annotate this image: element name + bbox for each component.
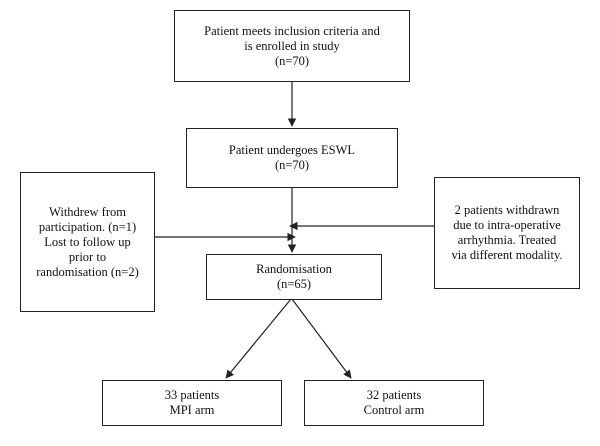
control-arm-label: Control arm <box>363 403 425 417</box>
randomisation-box: Randomisation (n=65) <box>206 254 382 300</box>
enrolled-line-1: Patient meets inclusion criteria and <box>204 23 380 38</box>
withdrew-right-box: 2 patients withdrawn due to intra-operat… <box>434 177 580 289</box>
arrow-to-mpi-arm <box>225 298 292 379</box>
eswl-count: (n=70) <box>274 158 310 172</box>
mpi-arm-box: 33 patients MPI arm <box>102 380 282 426</box>
eswl-label: Patient undergoes ESWL <box>228 143 356 157</box>
enrolled-box: Patient meets inclusion criteria and is … <box>174 10 410 82</box>
withdrew-right-line-2: due to intra-operative <box>453 218 561 232</box>
withdrew-left-line-5: randomisation (n=2) <box>36 264 139 279</box>
withdrew-left-line-3: Lost to follow up <box>44 234 131 249</box>
withdrew-left-line-4: prior to <box>68 249 107 264</box>
arrow-to-control-arm <box>291 298 352 379</box>
control-arm-count: 32 patients <box>366 388 422 402</box>
withdrew-right-line-1: 2 patients withdrawn <box>454 203 560 217</box>
withdrew-left-line-1: Withdrew from <box>49 204 126 219</box>
withdrew-left-line-2: participation. (n=1) <box>38 219 137 234</box>
enrolled-count: (n=70) <box>274 53 310 68</box>
mpi-arm-count: 33 patients <box>164 388 220 402</box>
enrolled-line-2: is enrolled in study <box>244 38 340 53</box>
control-arm-box: 32 patients Control arm <box>304 380 484 426</box>
mpi-arm-label: MPI arm <box>169 403 215 417</box>
withdrew-right-line-4: via different modality. <box>451 248 563 262</box>
eswl-box: Patient undergoes ESWL (n=70) <box>186 128 398 188</box>
withdrew-left-box: Withdrew from participation. (n=1) Lost … <box>20 172 155 312</box>
randomisation-count: (n=65) <box>276 277 312 291</box>
withdrew-right-line-3: arrhythmia. Treated <box>457 233 557 247</box>
randomisation-label: Randomisation <box>256 262 332 276</box>
